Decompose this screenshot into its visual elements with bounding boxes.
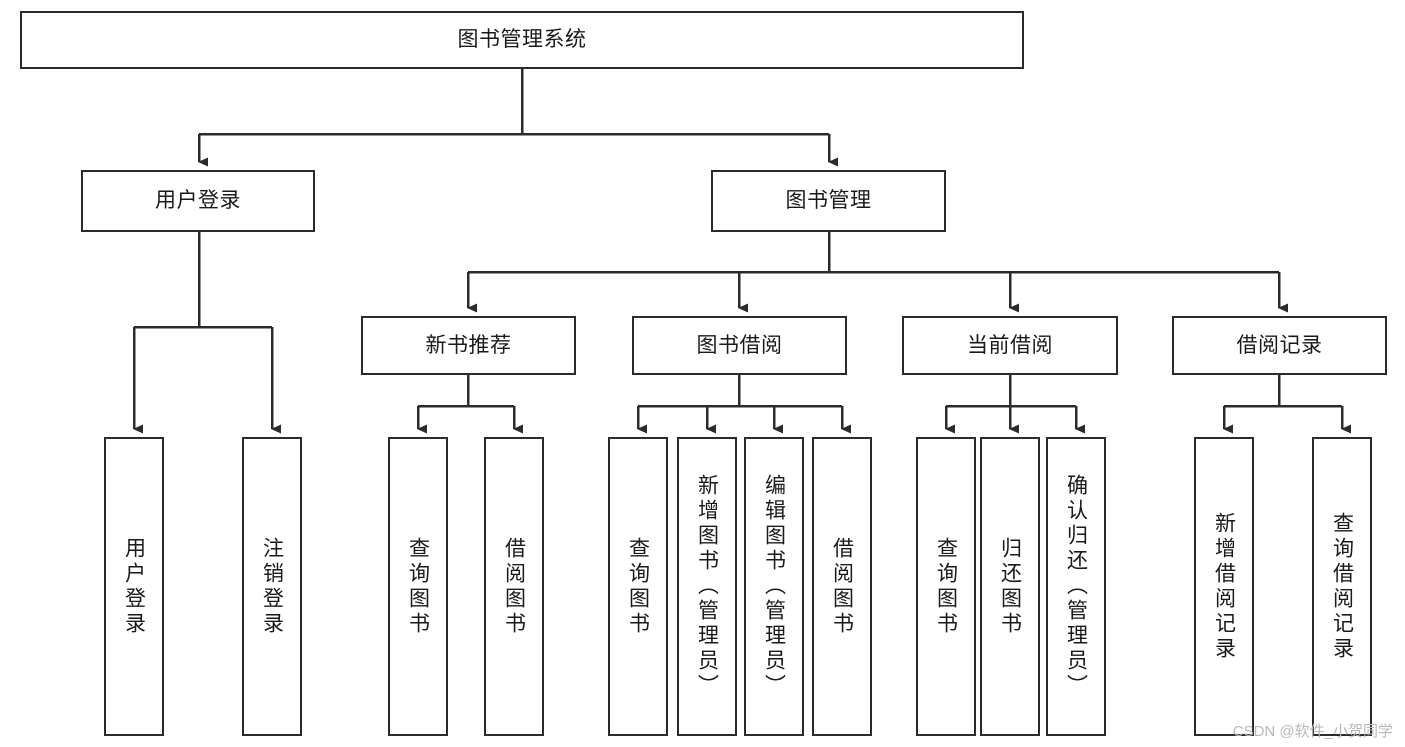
node-leaf-add-record[interactable]: 新增借阅记录 [1194,437,1254,736]
node-leaf-return-book-label: 归还图书 [998,536,1022,637]
node-new-book-recommend[interactable]: 新书推荐 [361,316,576,375]
node-root-label: 图书管理系统 [457,28,587,52]
node-leaf-borrow-book-2[interactable]: 借阅图书 [812,437,872,736]
node-book-borrow[interactable]: 图书借阅 [632,316,847,375]
node-leaf-query-book-2-label: 查询图书 [626,536,650,637]
node-current-borrow[interactable]: 当前借阅 [902,316,1118,375]
node-leaf-return-book[interactable]: 归还图书 [980,437,1040,736]
node-leaf-query-book-2[interactable]: 查询图书 [608,437,668,736]
node-root[interactable]: 图书管理系统 [20,11,1024,69]
node-leaf-confirm-return[interactable]: 确认归还（管理员） [1046,437,1106,736]
node-leaf-borrow-book-1-label: 借阅图书 [502,536,526,637]
node-leaf-add-record-label: 新增借阅记录 [1212,511,1236,662]
node-user-login[interactable]: 用户登录 [81,170,315,232]
node-leaf-user-login[interactable]: 用户登录 [104,437,164,736]
node-current-borrow-label: 当前借阅 [967,333,1053,357]
node-leaf-borrow-book-1[interactable]: 借阅图书 [484,437,544,736]
node-book-management-label: 图书管理 [785,189,872,213]
node-leaf-user-logout[interactable]: 注销登录 [242,437,302,736]
node-leaf-query-book-3-label: 查询图书 [934,536,958,637]
node-borrow-record-label: 借阅记录 [1236,333,1323,357]
node-leaf-query-book-1[interactable]: 查询图书 [388,437,448,736]
node-borrow-record[interactable]: 借阅记录 [1172,316,1387,375]
node-leaf-confirm-return-label: 确认归还（管理员） [1064,474,1088,699]
node-leaf-query-book-1-label: 查询图书 [406,536,430,637]
node-book-management[interactable]: 图书管理 [711,170,946,232]
node-leaf-query-record-label: 查询借阅记录 [1330,511,1354,662]
node-leaf-edit-book[interactable]: 编辑图书（管理员） [744,437,804,736]
node-leaf-query-record[interactable]: 查询借阅记录 [1312,437,1372,736]
node-leaf-add-book[interactable]: 新增图书（管理员） [677,437,737,736]
node-leaf-user-logout-label: 注销登录 [260,536,284,637]
node-leaf-query-book-3[interactable]: 查询图书 [916,437,976,736]
node-leaf-add-book-label: 新增图书（管理员） [695,474,719,699]
node-leaf-borrow-book-2-label: 借阅图书 [830,536,854,637]
node-leaf-user-login-label: 用户登录 [122,536,146,637]
node-user-login-label: 用户登录 [155,189,241,213]
node-leaf-edit-book-label: 编辑图书（管理员） [762,474,786,699]
node-book-borrow-label: 图书借阅 [696,333,783,357]
node-new-book-recommend-label: 新书推荐 [425,333,512,357]
